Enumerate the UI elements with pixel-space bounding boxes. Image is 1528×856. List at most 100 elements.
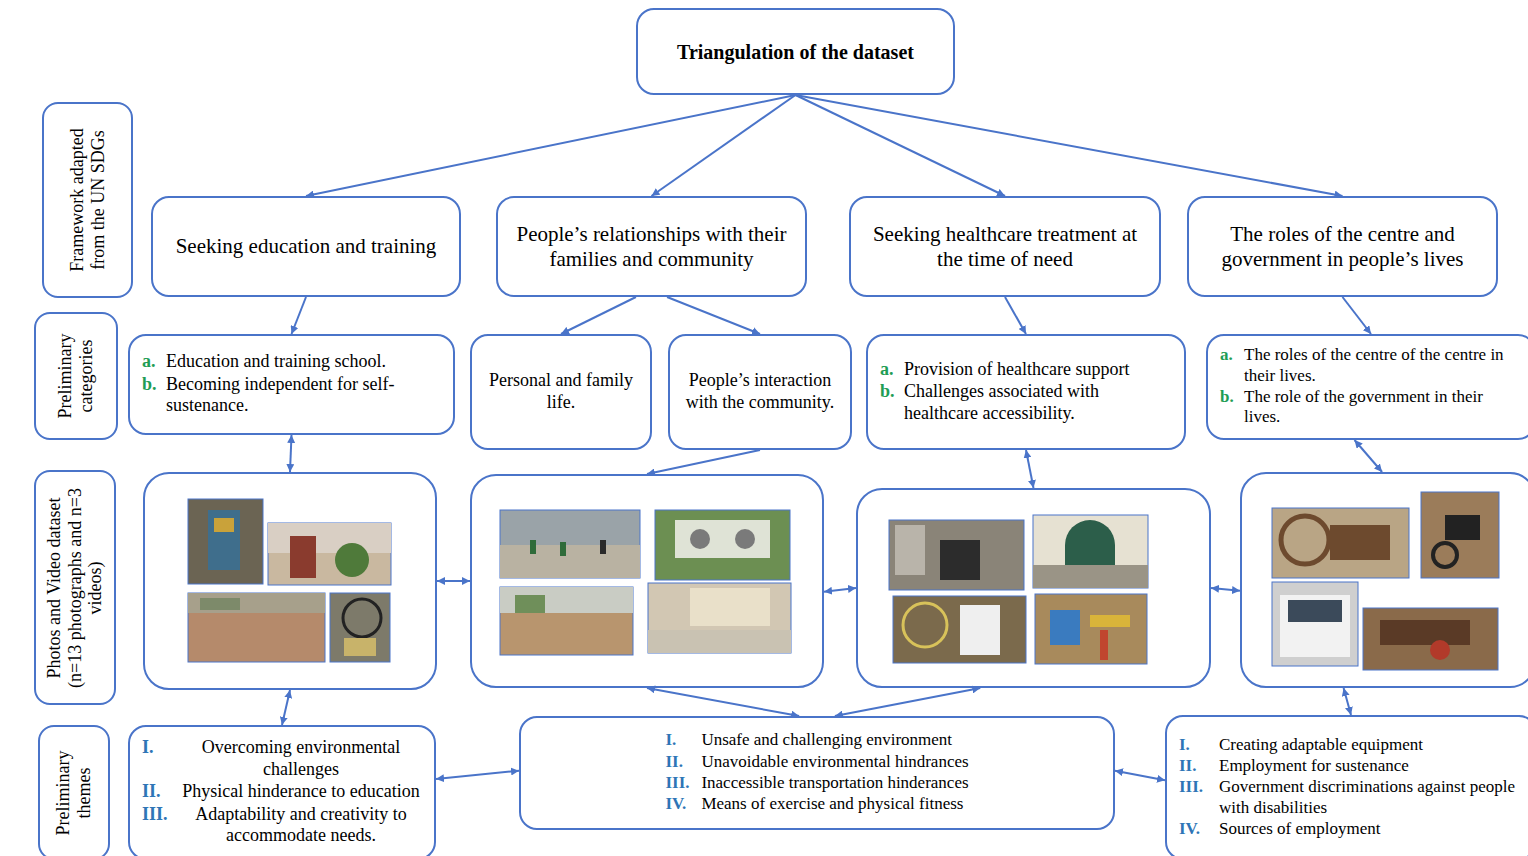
framework-box: Seeking education and training [151,196,461,297]
photo-detail [343,599,381,637]
photo-detail [1281,516,1329,564]
list-item: Adaptability and creativity to accommoda… [180,804,422,847]
row-label: Photos and Video dataset (n=13 photograp… [44,478,106,697]
connector-arrow [561,297,636,334]
row-label: Preliminary categories [55,320,96,432]
list-marker: II. [142,781,180,803]
photo-detail [675,520,770,558]
connector-arrow [292,297,307,334]
row-label-box: Preliminary themes [38,725,110,856]
list-marker: IV. [1179,819,1219,839]
photo [268,523,391,585]
photo-detail [515,595,545,613]
connector-arrow [306,95,796,196]
list-item: Challenges associated with healthcare ac… [904,381,1172,424]
list-row: III.Adaptability and creativity to accom… [142,804,422,847]
box-text: The roles of the centre and government i… [1201,222,1484,272]
photo [500,510,640,578]
connector-arrow [437,580,470,582]
list-item: Sources of employment [1219,819,1523,839]
photo-detail [1090,615,1130,627]
photo-panel [143,472,437,690]
photo [268,523,391,585]
row-label: Framework adapted from the UN SDGs [67,110,108,290]
connector-arrow [1115,771,1165,781]
photo [1272,508,1409,578]
list-marker: a. [1220,345,1244,365]
photo-detail [1100,630,1108,660]
photo-detail [1433,543,1457,567]
photo [330,593,390,662]
photo-detail [1050,610,1080,645]
list-row: I.Creating adaptable equipment [1179,735,1523,755]
photo-panel [1240,472,1528,688]
photo [500,510,640,578]
connector-arrow [1026,450,1034,488]
box-text: People’s relationships with their famili… [510,222,793,272]
row-label-box: Photos and Video dataset (n=13 photograp… [34,470,116,705]
photo [1363,608,1498,670]
text-group: People’s relationships with their famili… [510,222,793,272]
connector-arrow [1211,588,1240,591]
photo [1033,515,1148,588]
connector-arrow [652,95,796,196]
text-group: The roles of the centre and government i… [1201,222,1484,272]
list-marker: I. [142,737,180,759]
list-row: b.The role of the government in their li… [1220,387,1522,428]
photo-panel [470,474,824,688]
list-item: Employment for sustenance [1219,756,1523,776]
list-marker: I. [665,730,701,750]
text-group: I.Creating adaptable equipmentII.Employm… [1179,735,1523,841]
list-marker: a. [142,351,166,373]
photo-detail [560,542,566,556]
list-item: The roles of the centre of the centre in… [1244,345,1522,386]
row-label-box: Preliminary categories [34,312,118,440]
text-group: I.Unsafe and challenging environmentII.U… [665,730,968,816]
list-marker: III. [665,773,701,793]
list-row: I.Unsafe and challenging environment [665,730,968,750]
photo [1421,492,1499,578]
photo [188,593,325,662]
photo-detail [1330,525,1390,560]
photo-detail [940,540,980,580]
connector-arrow [1344,688,1351,715]
photo [893,596,1026,663]
list-item: Physical hinderance to education [180,781,422,803]
category-box: People’s interaction with the community. [668,334,852,450]
photo-detail [648,630,791,653]
photo-detail [344,638,376,656]
list-marker: I. [1179,735,1219,755]
photo [500,587,633,655]
text-group: Preliminary categories [36,314,116,438]
category-box: a.Education and training school.b.Becomi… [128,334,455,435]
list-row: IV.Sources of employment [1179,819,1523,839]
list-marker: a. [880,359,904,381]
text-group: Framework adapted from the UN SDGs [44,104,131,296]
list-item: Overcoming environmental challenges [180,737,422,780]
photo-detail [903,603,947,647]
photo [1033,515,1148,588]
photo-detail [895,525,925,575]
photo-detail [208,510,240,570]
text-group: Seeking healthcare treatment at the time… [863,222,1147,272]
photo [1035,594,1147,664]
list-item: Government discriminations against peopl… [1219,777,1523,818]
list-row: b.Challenges associated with healthcare … [880,381,1172,424]
list-marker: b. [880,381,904,403]
photo-detail [1280,595,1350,657]
list-row: III.Government discriminations against p… [1179,777,1523,818]
connector-arrow [436,771,519,779]
framework-box: Seeking healthcare treatment at the time… [849,196,1161,297]
text-group: Photos and Video dataset (n=13 photograp… [36,472,114,703]
box-text: Triangulation of the dataset [650,39,941,65]
connector-arrow [796,95,1343,196]
photo [648,583,791,653]
connector-arrow [1343,297,1372,334]
photo [655,510,790,580]
photo [1421,492,1499,578]
list-row: b.Becoming independent for self-sustenan… [142,374,441,417]
list-row: II.Physical hinderance to education [142,781,422,803]
photo [889,520,1024,590]
photo [188,499,263,584]
list-item: Provision of healthcare support [904,359,1172,381]
